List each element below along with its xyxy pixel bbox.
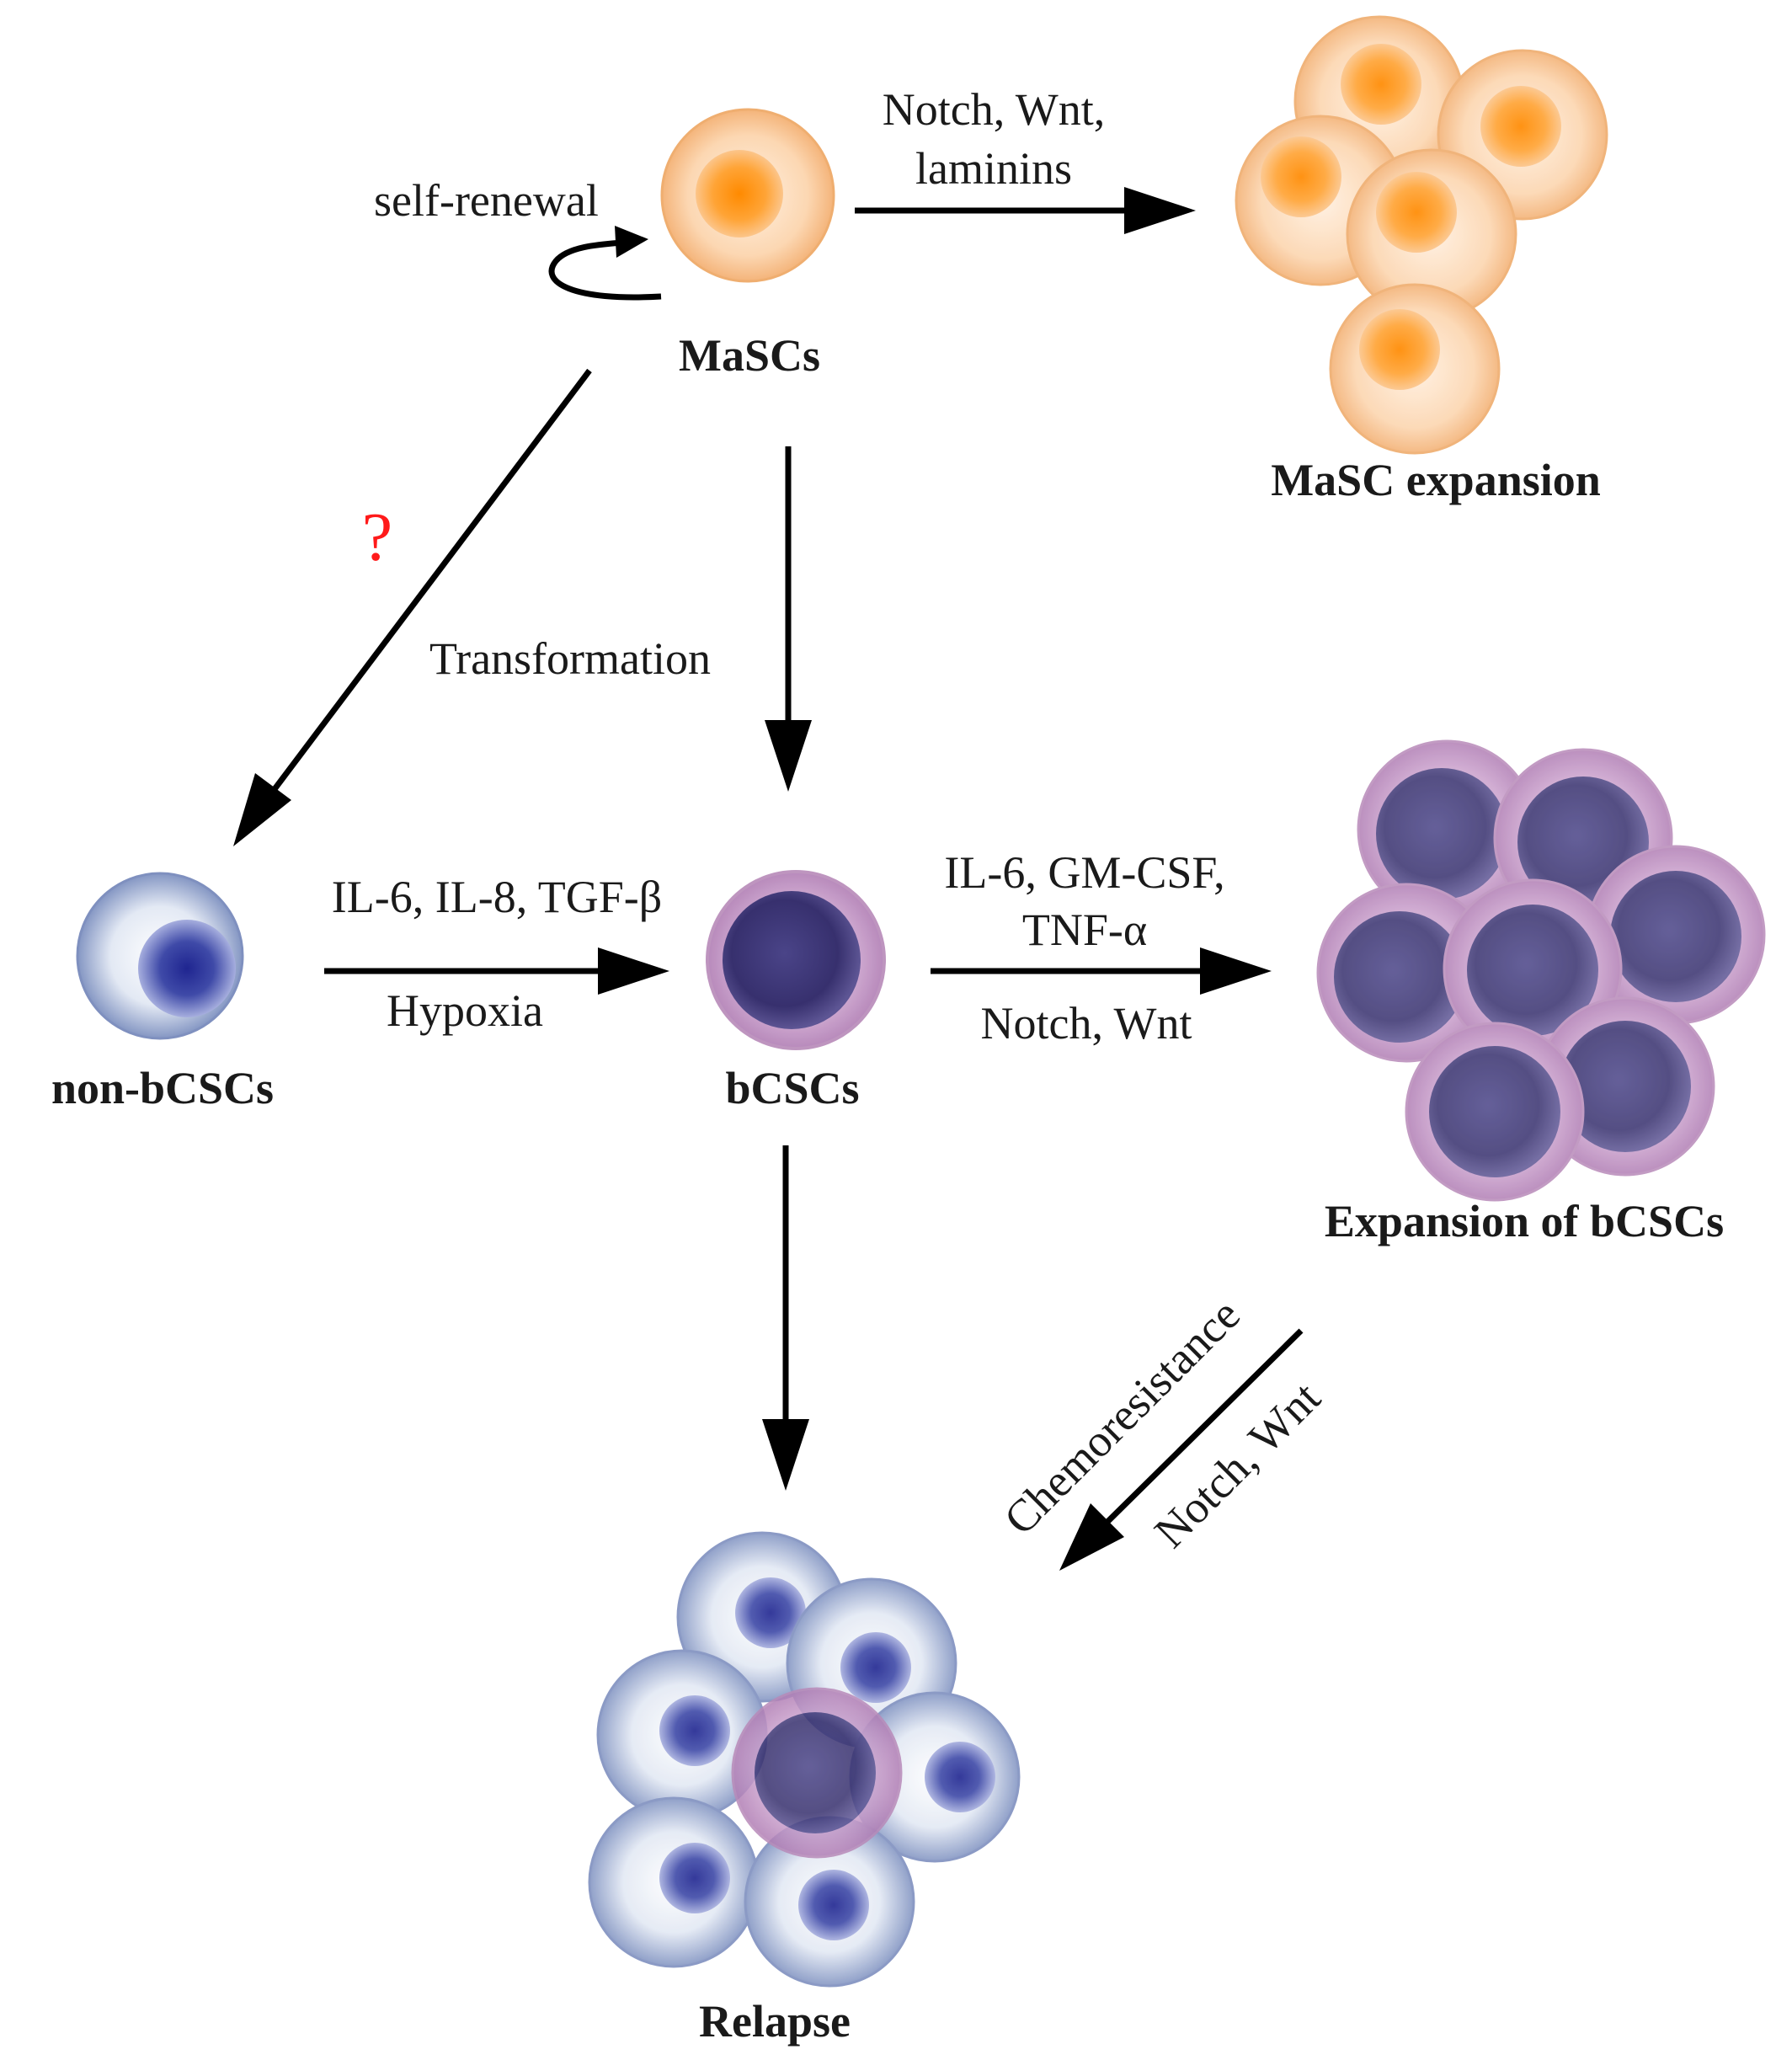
self-renewal-arrow	[548, 226, 662, 301]
relapse-bcsc-cell	[731, 1687, 903, 1859]
bcscs-label: bCSCs	[725, 1063, 859, 1113]
question-mark: ?	[362, 499, 392, 575]
arrow-mascs-to-bcscs	[765, 446, 812, 792]
mascs-expansion-signal-line2: laminins	[915, 143, 1072, 194]
arrow-mascs-to-non-bcscs	[233, 368, 592, 846]
relapse-label: Relapse	[699, 1996, 851, 2047]
arrows	[233, 187, 1304, 1571]
arrow-mascs-to-expansion	[855, 187, 1196, 234]
arrow-expansion-to-relapse	[1059, 1328, 1304, 1571]
bcsc-cluster-cell	[1586, 845, 1766, 1025]
arrow-bcscs-to-expansion	[931, 947, 1272, 995]
non-bcsc-signal-bottom: Hypoxia	[387, 985, 543, 1036]
non-bcsc-signal-top: IL-6, IL-8, TGF-β	[332, 872, 662, 922]
bcsc-expansion-cluster	[1316, 739, 1766, 1202]
mascs-expansion-signal-line1: Notch, Wnt,	[883, 84, 1105, 135]
arrow-bcscs-to-relapse	[762, 1145, 809, 1491]
bcsc-signal-line1: IL-6, GM-CSF,	[944, 847, 1224, 898]
transformation-label: Transformation	[429, 633, 711, 684]
non-bcsc-cell	[76, 872, 244, 1040]
non-bcscs-label: non-bCSCs	[51, 1063, 274, 1113]
bcsc-cluster-cell	[1316, 883, 1496, 1063]
relapse-cluster	[588, 1531, 1021, 1988]
bcsc-cluster-cell	[1357, 739, 1537, 920]
masc-cell	[660, 108, 835, 283]
mascs-label: MaSCs	[679, 330, 820, 381]
self-renewal-label: self-renewal	[374, 175, 599, 226]
expansion-of-bcscs-label: Expansion of bCSCs	[1325, 1196, 1724, 1246]
bcsc-cell	[706, 870, 886, 1050]
arrow-non-bcscs-to-bcscs	[324, 947, 669, 995]
bcsc-signal-line2: TNF-α	[1022, 905, 1147, 955]
masc-expansion-cluster	[1235, 15, 1608, 455]
bcsc-signal-bottom: Notch, Wnt	[981, 998, 1192, 1049]
masc-expansion-label: MaSC expansion	[1271, 455, 1601, 505]
masc-cluster-cell	[1329, 283, 1501, 455]
bcsc-cluster-cell	[1405, 1022, 1585, 1202]
relapse-non-bcsc-cell	[744, 1816, 915, 1988]
masc-cluster-cell	[1346, 148, 1517, 320]
relapse-non-bcsc-cell	[588, 1796, 760, 1968]
